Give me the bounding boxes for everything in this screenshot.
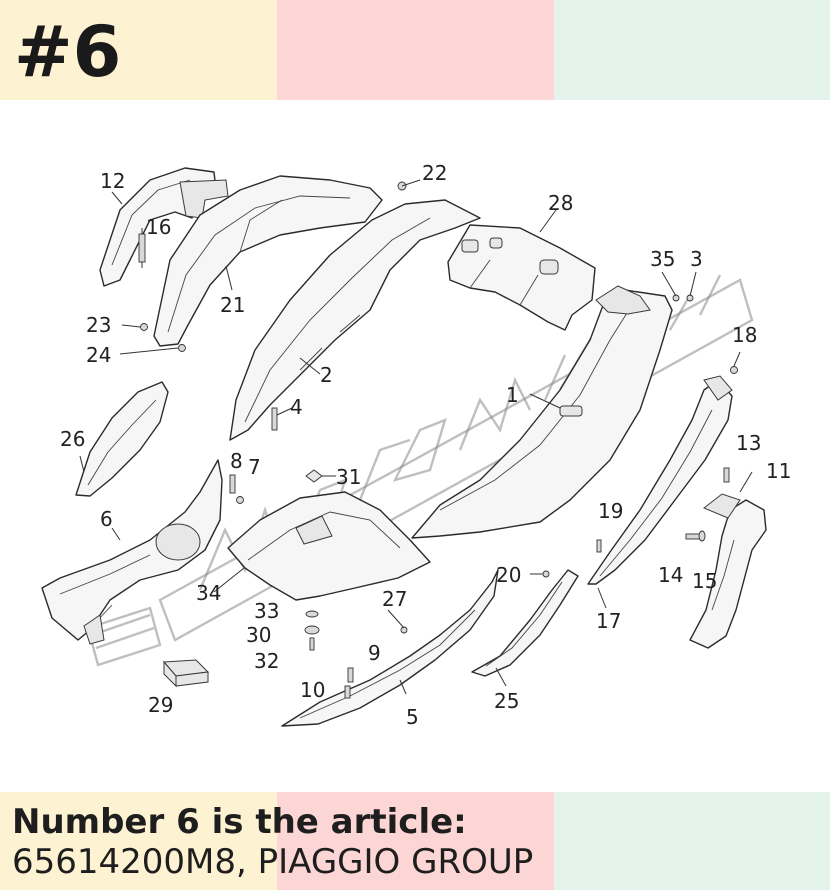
label-23: 23 xyxy=(86,313,111,337)
band-cell-pink xyxy=(277,792,554,890)
part-labels: 12 16 22 28 35 3 21 23 24 2 1 18 4 26 8 … xyxy=(60,161,791,729)
screw-8 xyxy=(229,474,236,494)
band-cell-green xyxy=(554,792,830,890)
leader-lines xyxy=(79,191,753,695)
part-12-grab-handle xyxy=(99,167,229,287)
part-5-footboard-strip xyxy=(281,569,499,727)
part-31-clip xyxy=(305,469,336,483)
screw-4 xyxy=(271,407,293,431)
screw-18 xyxy=(730,366,738,374)
screw-27 xyxy=(400,626,408,634)
part-21-side-panel xyxy=(153,175,383,347)
label-10: 10 xyxy=(300,678,325,702)
label-6: 6 xyxy=(100,507,113,531)
screw-10 xyxy=(344,685,351,699)
label-14: 14 xyxy=(658,563,683,587)
part-11-right-bracket xyxy=(689,493,767,649)
label-18: 18 xyxy=(732,323,757,347)
screw-20 xyxy=(542,570,550,578)
part-26-left-trim xyxy=(75,381,169,497)
caption-article: 65614200M8, PIAGGIO GROUP xyxy=(12,842,534,882)
label-30: 30 xyxy=(246,623,271,647)
label-20: 20 xyxy=(496,563,521,587)
label-17: 17 xyxy=(596,609,621,633)
label-29: 29 xyxy=(148,693,173,717)
part-1-right-side-cover xyxy=(411,285,673,539)
label-35: 35 xyxy=(650,247,675,271)
label-8: 8 xyxy=(230,449,243,473)
band-cell-yellow xyxy=(0,792,277,890)
screw-16 xyxy=(138,228,146,268)
caption-heading: Number 6 is the article: xyxy=(12,802,467,842)
page-title: #6 xyxy=(14,11,122,93)
watermark-logo xyxy=(86,274,754,667)
part-25-right-strip xyxy=(471,569,579,677)
parts-diagram: 12 16 22 28 35 3 21 23 24 2 1 18 4 26 8 … xyxy=(41,161,791,729)
screw-23 xyxy=(121,323,148,331)
label-26: 26 xyxy=(60,427,85,451)
screw-35 xyxy=(661,271,680,302)
part-30-grommet xyxy=(304,625,320,635)
part-29-pad xyxy=(162,659,210,688)
washer-15 xyxy=(698,530,706,542)
label-24: 24 xyxy=(86,343,111,367)
label-25: 25 xyxy=(494,689,519,713)
label-1: 1 xyxy=(506,383,519,407)
screw-13 xyxy=(723,467,730,483)
label-33: 33 xyxy=(254,599,279,623)
label-21: 21 xyxy=(220,293,245,317)
label-2: 2 xyxy=(320,363,333,387)
part-2-left-side-cover xyxy=(229,199,481,441)
label-19: 19 xyxy=(598,499,623,523)
label-31: 31 xyxy=(336,465,361,489)
screw-14 xyxy=(685,533,701,540)
part-17-right-trim xyxy=(587,375,733,585)
screw-22 xyxy=(397,179,421,191)
part-6-lower-frame xyxy=(41,459,223,645)
part-34-floor-tray xyxy=(227,491,431,601)
band-cell-pink xyxy=(277,0,554,100)
part-33-washer xyxy=(305,610,319,618)
label-34: 34 xyxy=(196,581,221,605)
label-27: 27 xyxy=(382,587,407,611)
label-16: 16 xyxy=(146,215,171,239)
label-9: 9 xyxy=(368,641,381,665)
header-band xyxy=(0,0,830,100)
label-12: 12 xyxy=(100,169,125,193)
label-15: 15 xyxy=(692,569,717,593)
screw-24 xyxy=(119,344,186,355)
label-7: 7 xyxy=(248,455,261,479)
screw-9 xyxy=(347,667,354,683)
part-28-rear-bracket xyxy=(447,224,596,331)
label-22: 22 xyxy=(422,161,447,185)
label-32: 32 xyxy=(254,649,279,673)
band-cell-yellow xyxy=(0,0,277,100)
label-5: 5 xyxy=(406,705,419,729)
label-13: 13 xyxy=(736,431,761,455)
label-3: 3 xyxy=(690,247,703,271)
screw-7 xyxy=(236,496,244,504)
label-11: 11 xyxy=(766,459,791,483)
footer-band xyxy=(0,792,830,890)
label-28: 28 xyxy=(548,191,573,215)
band-cell-green xyxy=(554,0,830,100)
label-4: 4 xyxy=(290,395,303,419)
screw-19 xyxy=(596,539,602,553)
screw-3 xyxy=(686,271,697,302)
part-32-screw xyxy=(309,637,315,651)
